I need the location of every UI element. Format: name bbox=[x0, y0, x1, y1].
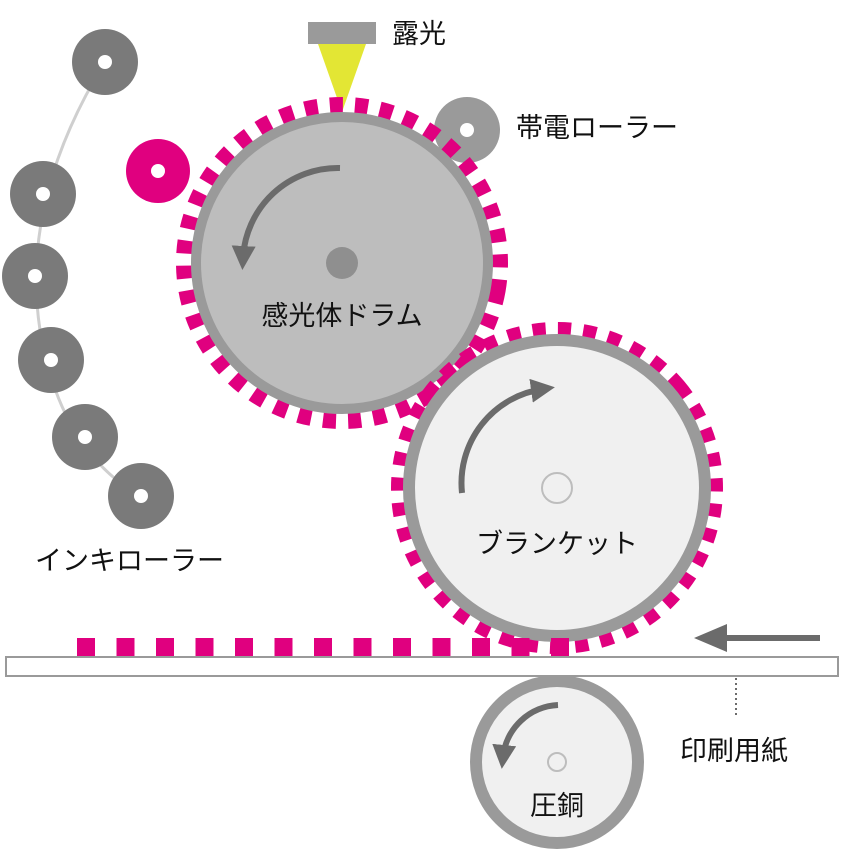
paper-toner-block bbox=[393, 638, 411, 657]
impression-axle bbox=[547, 752, 567, 772]
paper-feed-arrow bbox=[694, 624, 820, 652]
blanket-axle bbox=[541, 472, 573, 504]
impression-cylinder-label: 圧銅 bbox=[530, 791, 584, 822]
drum-axle bbox=[326, 247, 358, 279]
printing-paper-label: 印刷用紙 bbox=[680, 736, 788, 767]
paper-toner-block bbox=[116, 638, 135, 657]
magenta-ink-roller bbox=[126, 139, 190, 203]
impression-cylinder bbox=[470, 675, 644, 849]
exposure-beam bbox=[318, 44, 366, 112]
exposure-label: 露光 bbox=[392, 19, 446, 50]
blanket-label: ブランケット bbox=[476, 529, 638, 560]
paper-toner-block bbox=[274, 638, 293, 657]
ink-rollers-label: インキローラー bbox=[35, 546, 224, 577]
paper-toner-block bbox=[314, 638, 332, 657]
photoreceptor-drum bbox=[191, 112, 493, 414]
drum-rotation-arrow bbox=[231, 164, 341, 270]
paper-toner-block bbox=[156, 638, 174, 657]
paper-toner-block bbox=[353, 638, 372, 657]
paper-toner-block bbox=[511, 638, 530, 657]
paper-toner-block bbox=[77, 638, 95, 657]
exposure-head bbox=[308, 22, 376, 44]
ink-roller bbox=[18, 327, 84, 393]
ink-roller bbox=[52, 404, 118, 470]
blanket-toner-dashes bbox=[391, 322, 723, 654]
paper-toner-group bbox=[77, 638, 569, 657]
drum-toner-dashes bbox=[176, 97, 508, 429]
paper-toner-block bbox=[472, 638, 490, 657]
ink-roller bbox=[10, 161, 76, 227]
ink-roller bbox=[2, 243, 68, 309]
printing-paper bbox=[5, 656, 839, 677]
paper-toner-block bbox=[195, 638, 214, 657]
drum-label: 感光体ドラム bbox=[261, 301, 422, 332]
paper-toner-block bbox=[235, 638, 253, 657]
charge-roller-label: 帯電ローラー bbox=[516, 113, 678, 144]
ink-roller bbox=[108, 463, 174, 529]
paper-toner-block bbox=[551, 638, 569, 657]
ink-roller-group bbox=[2, 29, 174, 529]
ink-roller bbox=[72, 29, 138, 95]
impression-rotation-arrow bbox=[492, 702, 559, 769]
paper-toner-block bbox=[432, 638, 451, 657]
blanket-rotation-arrow bbox=[458, 378, 555, 494]
blanket-cylinder bbox=[403, 334, 711, 642]
exposure-unit bbox=[308, 22, 376, 112]
